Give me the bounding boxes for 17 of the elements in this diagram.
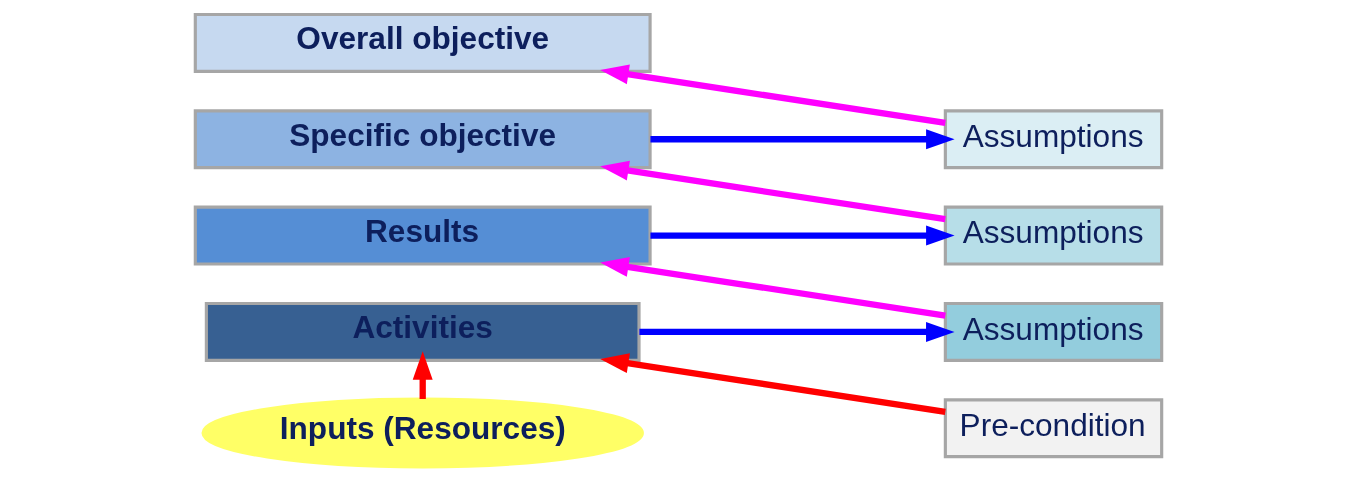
arrow bbox=[600, 353, 946, 415]
arrow bbox=[600, 160, 946, 223]
node-box: Assumptions bbox=[943, 109, 1164, 170]
arrow bbox=[639, 321, 955, 342]
arrow bbox=[600, 64, 946, 127]
arrow bbox=[650, 225, 955, 246]
node-box: Assumptions bbox=[943, 205, 1164, 266]
arrow bbox=[412, 351, 433, 400]
node-ellipse: Inputs (Resources) bbox=[201, 397, 644, 469]
arrow bbox=[600, 257, 946, 319]
node-box: Results bbox=[193, 205, 652, 266]
node-box: Specific objective bbox=[193, 109, 652, 170]
arrow bbox=[650, 129, 955, 150]
node-box: Activities bbox=[204, 301, 641, 362]
node-box: Pre-condition bbox=[943, 398, 1164, 459]
node-box: Overall objective bbox=[193, 12, 652, 73]
node-box: Assumptions bbox=[943, 301, 1164, 362]
